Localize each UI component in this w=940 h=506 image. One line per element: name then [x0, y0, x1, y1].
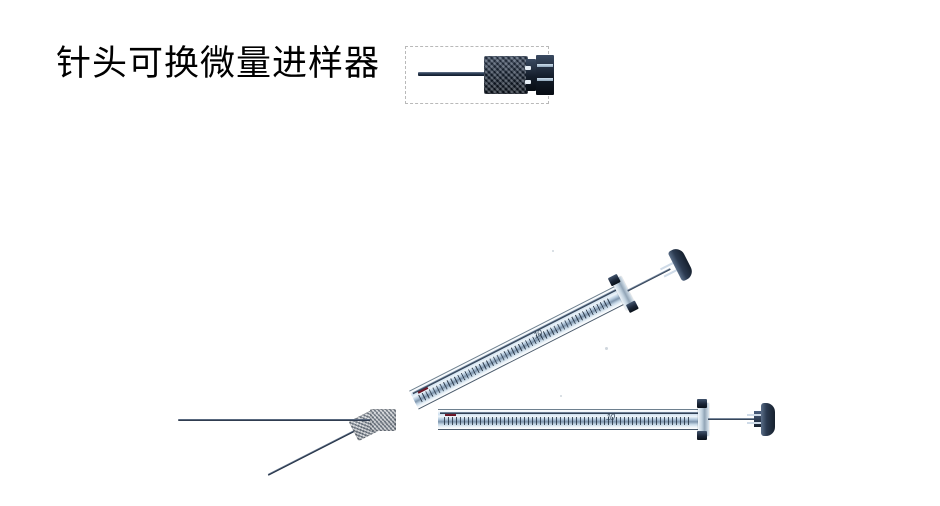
syringe-lower-red-index	[445, 413, 456, 416]
inset-fitting-block-4	[525, 80, 531, 84]
syringe-upper-graduations	[418, 297, 614, 403]
scan-speck-3	[560, 395, 562, 397]
syringe-lower-ferrule-band-2	[407, 410, 423, 430]
syringe-lower-flange	[698, 403, 709, 436]
syringe-upper: 10	[258, 237, 707, 496]
syringe-lower-knob-stripe-1	[747, 414, 761, 416]
replaceable-needle-inset	[405, 46, 554, 104]
syringe-lower-ferrule-band-1	[395, 410, 404, 430]
inset-fitting-slot-1	[537, 64, 553, 67]
syringe-lower: 10	[178, 397, 818, 443]
syringe-lower-ferrule-band-3	[426, 410, 438, 430]
inset-needle-icon	[418, 72, 486, 76]
syringe-upper-internal-plunger	[412, 288, 617, 395]
syringe-lower-needle	[178, 419, 376, 422]
inset-fitting-block-1	[526, 59, 536, 91]
inset-fitting-block-2	[536, 55, 554, 95]
syringe-lower-plunger-rod	[708, 418, 756, 421]
page-title: 针头可换微量进样器	[56, 44, 381, 83]
syringe-lower-knob-stripe-2	[747, 422, 761, 424]
syringe-lower-plunger-knob	[761, 403, 775, 436]
inset-fitting-block-3	[525, 66, 531, 70]
scan-speck-1	[605, 347, 608, 350]
syringe-lower-internal-plunger	[440, 412, 698, 414]
syringe-upper-plunger-rod	[627, 268, 671, 292]
syringe-lower-knob-collar	[754, 411, 763, 427]
inset-fitting-slot-2	[537, 78, 553, 81]
syringe-lower-hub-nut	[370, 409, 396, 431]
inset-knurled-nut-icon	[484, 56, 528, 94]
syringe-lower-graduations	[444, 417, 689, 425]
syringe-lower-flange-tab-top	[697, 399, 707, 408]
scan-speck-2	[552, 250, 554, 252]
syringe-lower-flange-tab-bottom	[697, 431, 707, 440]
